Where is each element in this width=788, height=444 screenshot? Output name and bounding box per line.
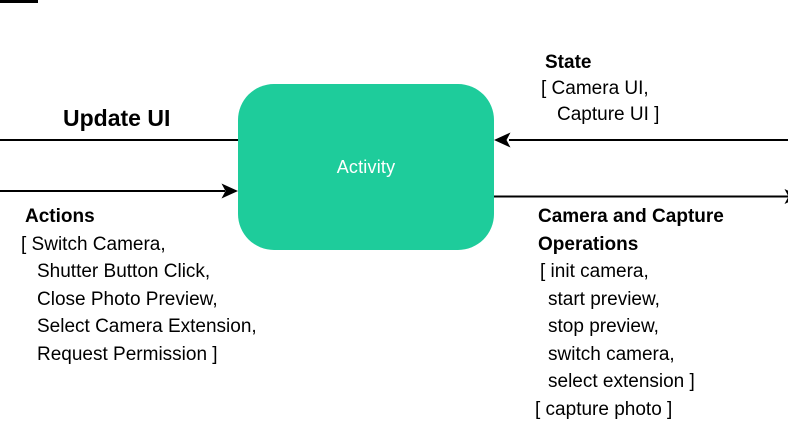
state-title: State: [545, 52, 592, 73]
actions-line: Request Permission ]: [37, 343, 218, 365]
actions-label-block: Actions [ Switch Camera, Shutter Button …: [21, 203, 257, 368]
arrowhead-icon: [221, 183, 238, 199]
camera-operations-line: select extension ]: [548, 371, 695, 392]
actions-line: Shutter Button Click,: [37, 261, 211, 282]
camera-operations-line: [ capture photo ]: [535, 398, 673, 420]
state-line: Capture UI ]: [557, 104, 660, 125]
camera-operations-line: switch camera,: [548, 343, 675, 365]
activity-node: Activity: [238, 84, 494, 250]
actions-line: Select Camera Extension,: [37, 316, 257, 337]
camera-operations-line: stop preview,: [548, 316, 659, 337]
camera-operations-title-line: Operations: [538, 233, 639, 255]
activity-node-label: Activity: [336, 156, 396, 177]
top-left-line-fragment: [0, 0, 38, 3]
camera-operations-title-line: Camera and Capture: [538, 206, 724, 227]
update-ui-label: Update UI: [63, 105, 171, 131]
camera-operations-line: start preview,: [548, 288, 660, 310]
camera-operations-label-block: Camera and Capture Operations [ init cam…: [535, 203, 724, 423]
actions-line: Close Photo Preview,: [37, 288, 218, 310]
arrowhead-icon: [784, 189, 788, 204]
camera-operations-line: [ init camera,: [540, 261, 649, 282]
camera-operations-arrow: [494, 189, 788, 204]
state-arrow: [494, 132, 788, 148]
actions-line: [ Switch Camera,: [21, 233, 166, 255]
actions-title: Actions: [25, 206, 95, 227]
arrowhead-icon: [494, 132, 511, 148]
state-line: [ Camera UI,: [541, 78, 649, 99]
state-label-block: State [ Camera UI, Capture UI ]: [541, 50, 659, 128]
actions-arrow: [0, 183, 238, 199]
